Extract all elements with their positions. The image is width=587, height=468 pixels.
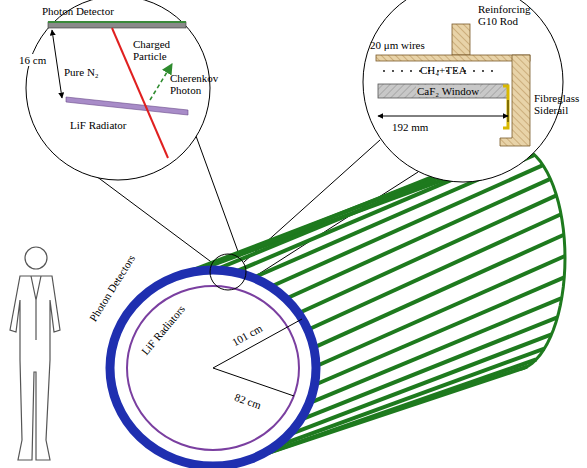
caf2-window	[378, 84, 508, 98]
part-label: 20 μm wires	[370, 39, 425, 51]
photon-detector-ring	[110, 270, 316, 466]
part-label: Charged Particle	[133, 38, 183, 62]
siderail-clip	[503, 86, 508, 128]
part-label: Photon Detector	[42, 5, 114, 17]
dimension-label: 16 cm	[18, 54, 47, 66]
part-label: Reinforcing G10 Rod	[478, 3, 548, 27]
dimension-arrow	[52, 30, 62, 98]
wire	[482, 70, 484, 72]
detector-stripe	[271, 165, 543, 287]
wire	[401, 70, 403, 72]
dimension-arrow	[378, 116, 508, 117]
fibreglass-siderail	[500, 55, 530, 146]
part-label: CH₄+TEA	[420, 64, 467, 76]
part-label: Cherenkov Photon	[170, 72, 218, 96]
magnify-spot	[210, 254, 246, 290]
detector-stripe	[288, 334, 551, 434]
cherenkov-photon-ray	[150, 64, 172, 100]
radius-line	[213, 319, 302, 368]
photon-detector-plate	[48, 22, 186, 28]
wire	[491, 70, 493, 72]
photon-detector-surface	[48, 21, 186, 23]
g10-rod	[452, 24, 470, 55]
lif-radiator-plate	[66, 97, 188, 115]
wire	[410, 70, 412, 72]
radius-line	[213, 368, 294, 396]
radiator-ring	[127, 286, 299, 450]
part-label: Pure N₂	[64, 66, 99, 78]
dimension-label: 192 mm	[392, 121, 428, 133]
front-face	[110, 270, 316, 466]
leader-line	[196, 136, 240, 257]
wire	[383, 70, 385, 72]
leader-line	[96, 176, 214, 264]
part-label: LiF Radiator	[70, 119, 127, 131]
magnifier-circle	[363, 0, 563, 182]
wire	[473, 70, 475, 72]
person-figure	[10, 247, 60, 460]
cathode-plate	[376, 55, 530, 61]
wire	[392, 70, 394, 72]
part-label: CaF₂ Window	[416, 85, 480, 97]
part-label: Fibreglass Siderail	[534, 92, 583, 116]
extension-line	[508, 100, 509, 122]
